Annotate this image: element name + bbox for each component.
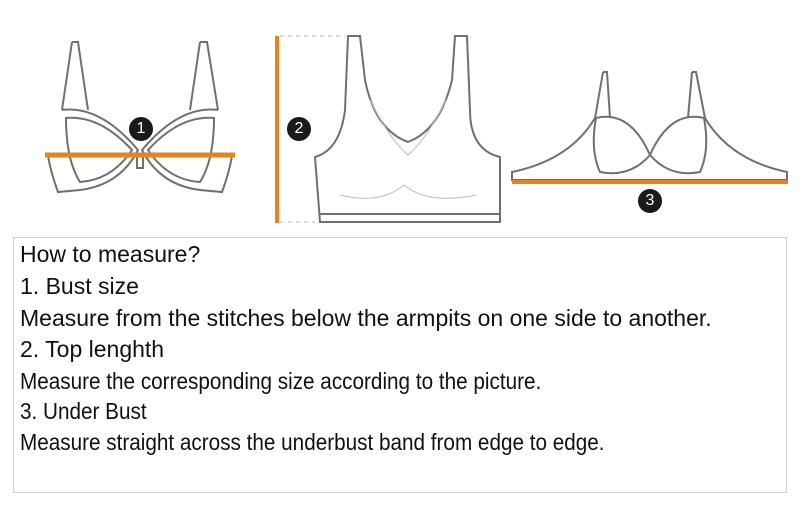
badge-1: 1 xyxy=(129,117,153,141)
item-3-heading: 3. Under Bust xyxy=(20,398,147,424)
item-2-text: Measure the corresponding size according… xyxy=(20,368,542,394)
instructions-box: How to measure? 1. Bust size Measure fro… xyxy=(13,237,787,493)
badge-3: 3 xyxy=(638,189,662,213)
badge-2: 2 xyxy=(287,117,311,141)
item-3-text: Measure straight across the underbust ba… xyxy=(20,429,605,455)
measurement-illustrations: 1 2 3 xyxy=(0,0,800,232)
item-1-text: Measure from the stitches below the armp… xyxy=(20,305,712,331)
under-bust-figure xyxy=(511,71,788,181)
bust-size-figure xyxy=(47,41,233,194)
top-length-figure xyxy=(280,35,501,223)
item-2-heading: 2. Top lenghth xyxy=(20,336,165,362)
instructions-title: How to measure? xyxy=(20,241,201,267)
bra-diagrams-svg xyxy=(45,35,788,223)
item-1-heading: 1. Bust size xyxy=(20,273,139,299)
